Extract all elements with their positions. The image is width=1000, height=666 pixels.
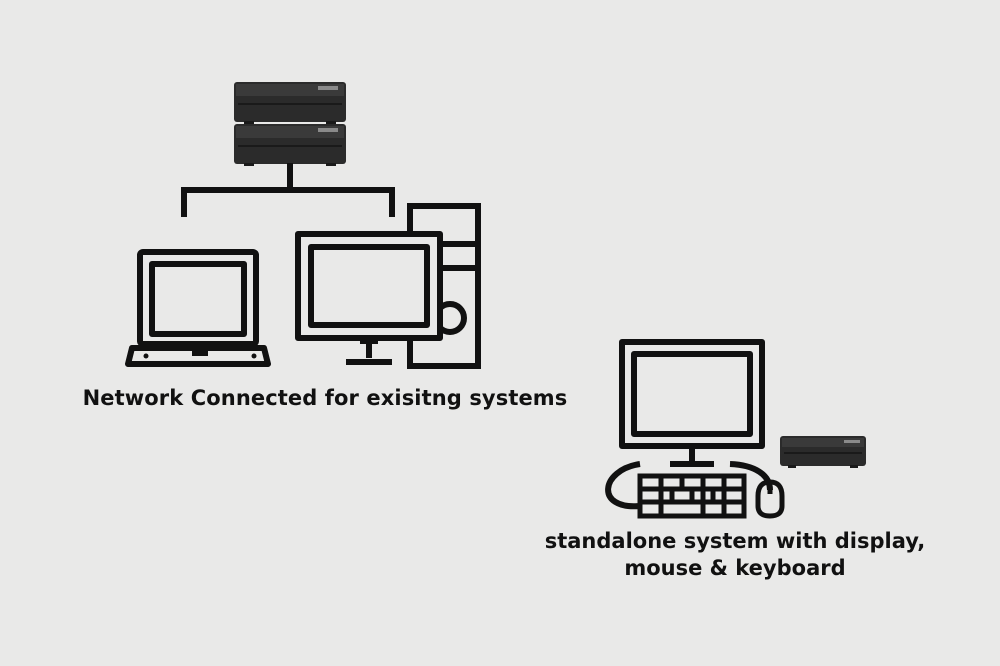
server-unit-icon (234, 124, 346, 166)
standalone-caption-line-1: standalone system with display, (544, 529, 926, 553)
keyboard-icon (637, 473, 747, 519)
standalone-caption-line-2: mouse & keyboard (624, 556, 846, 580)
monitor-icon (619, 339, 765, 467)
desktop-computer-icon (295, 231, 443, 365)
server-unit-icon (234, 82, 346, 124)
server-stack (234, 82, 346, 166)
laptop-icon (125, 249, 271, 367)
standalone-caption: standalone system with display, mouse & … (510, 528, 960, 582)
network-connector (181, 163, 395, 217)
mouse-icon (755, 479, 785, 519)
server-unit-icon (780, 436, 866, 468)
network-caption: Network Connected for exisitng systems (82, 386, 568, 410)
